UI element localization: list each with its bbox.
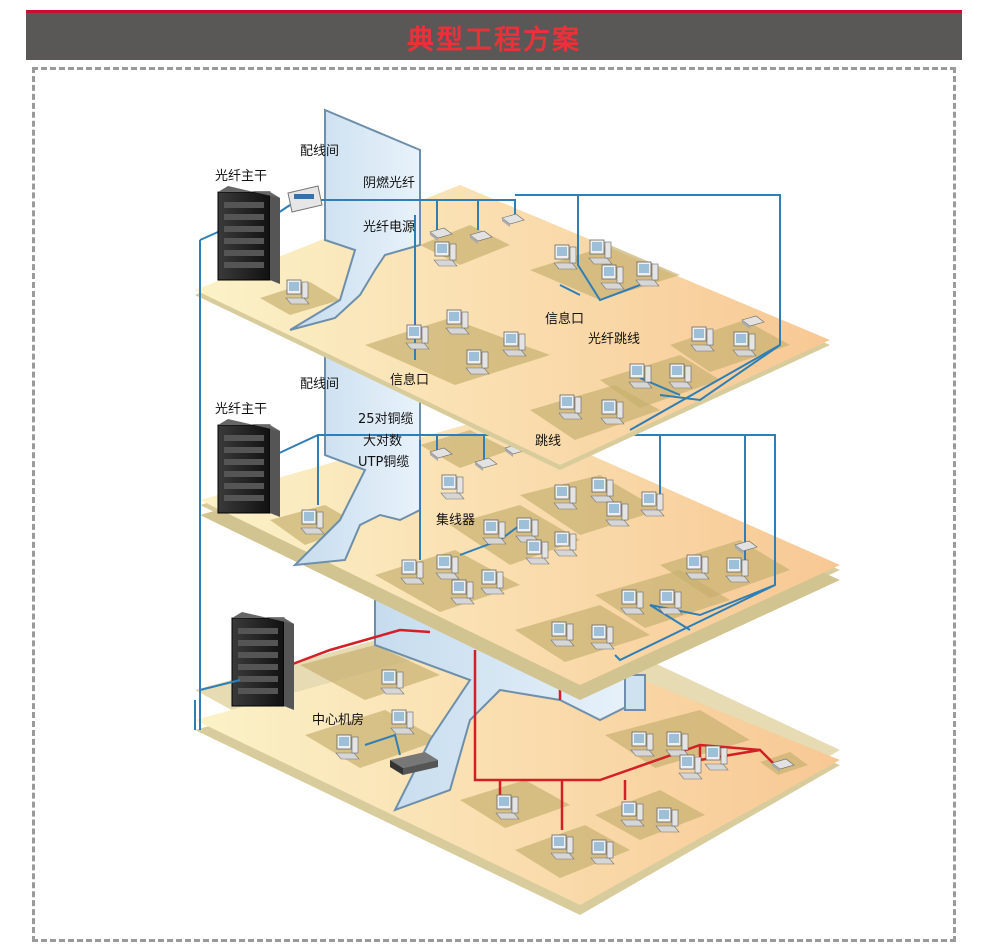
floor-top: [195, 185, 830, 470]
workstation: [635, 261, 660, 287]
dashed-frame: [32, 67, 956, 942]
workstation: [435, 554, 460, 580]
label-fiber-power: 光纤电源: [363, 220, 415, 235]
workstation: [725, 557, 750, 583]
workstation: [600, 264, 625, 290]
workstation: [300, 509, 325, 535]
workstation: [620, 589, 645, 615]
workstation: [482, 519, 507, 545]
workstation: [620, 801, 645, 827]
workstation: [502, 331, 527, 357]
server-rack-top: [217, 185, 281, 285]
workstation: [685, 554, 710, 580]
workstation: [628, 363, 653, 389]
fiber-cabling-top: [194, 194, 781, 730]
workstation: [480, 569, 505, 595]
server-rack-middle: [217, 418, 281, 518]
workstation: [525, 539, 550, 565]
workstation: [440, 474, 465, 500]
workstation: [630, 731, 655, 757]
workstation: [550, 621, 575, 647]
workstation: [558, 394, 583, 420]
workstation: [668, 363, 693, 389]
workstation: [655, 807, 680, 833]
fiber-panel: [287, 185, 323, 213]
server-rack-ground: [231, 611, 295, 711]
workstation: [335, 734, 360, 760]
workstation: [665, 731, 690, 757]
workstation: [550, 834, 575, 860]
workstation: [600, 399, 625, 425]
workstation: [553, 531, 578, 557]
cable-shaft-top: [289, 108, 421, 331]
workstation: [450, 579, 475, 605]
server-switch: [390, 752, 438, 775]
workstation: [640, 491, 665, 517]
workstation: [390, 709, 415, 735]
workstation: [590, 624, 615, 650]
label-utp-copper: UTP铜缆: [358, 454, 409, 470]
label-wiring-closet-top: 配线间: [300, 144, 339, 159]
label-fiber-backbone-mid: 光纤主干: [215, 402, 267, 417]
label-hub: 集线器: [436, 512, 475, 528]
workstation: [400, 559, 425, 585]
title-banner: 典型工程方案: [26, 10, 962, 60]
workstation: [678, 754, 703, 780]
workstation: [515, 517, 540, 543]
workstation: [445, 309, 470, 335]
label-info-outlet-right: 信息口: [545, 311, 584, 327]
workstation: [553, 484, 578, 510]
workstation: [605, 501, 630, 527]
workstation: [690, 326, 715, 352]
workstation: [590, 477, 615, 503]
workstation: [433, 241, 458, 267]
label-wiring-closet-mid: 配线间: [300, 377, 339, 392]
label-data-center: 中心机房: [312, 712, 364, 728]
label-large-pair: 大对数: [363, 434, 402, 449]
page-title: 典型工程方案: [407, 25, 581, 56]
label-fiber-patch: 光纤跳线: [588, 332, 640, 347]
workstation: [590, 839, 615, 865]
label-copper-25pair: 25对铜缆: [358, 411, 414, 427]
workstation: [465, 349, 490, 375]
workstation: [704, 745, 729, 771]
workstation: [380, 669, 405, 695]
workstation: [658, 589, 683, 615]
label-info-outlet-mid: 信息口: [390, 372, 429, 388]
workstation: [732, 331, 757, 357]
workstation: [588, 239, 613, 265]
label-fiber-backbone-top: 光纤主干: [215, 169, 267, 184]
label-patch: 跳线: [535, 434, 561, 449]
workstation: [495, 794, 520, 820]
label-flame-retardant-fiber: 阴燃光纤: [363, 175, 415, 191]
workstation: [405, 324, 430, 350]
workstation: [285, 279, 310, 305]
workstation: [553, 244, 578, 270]
